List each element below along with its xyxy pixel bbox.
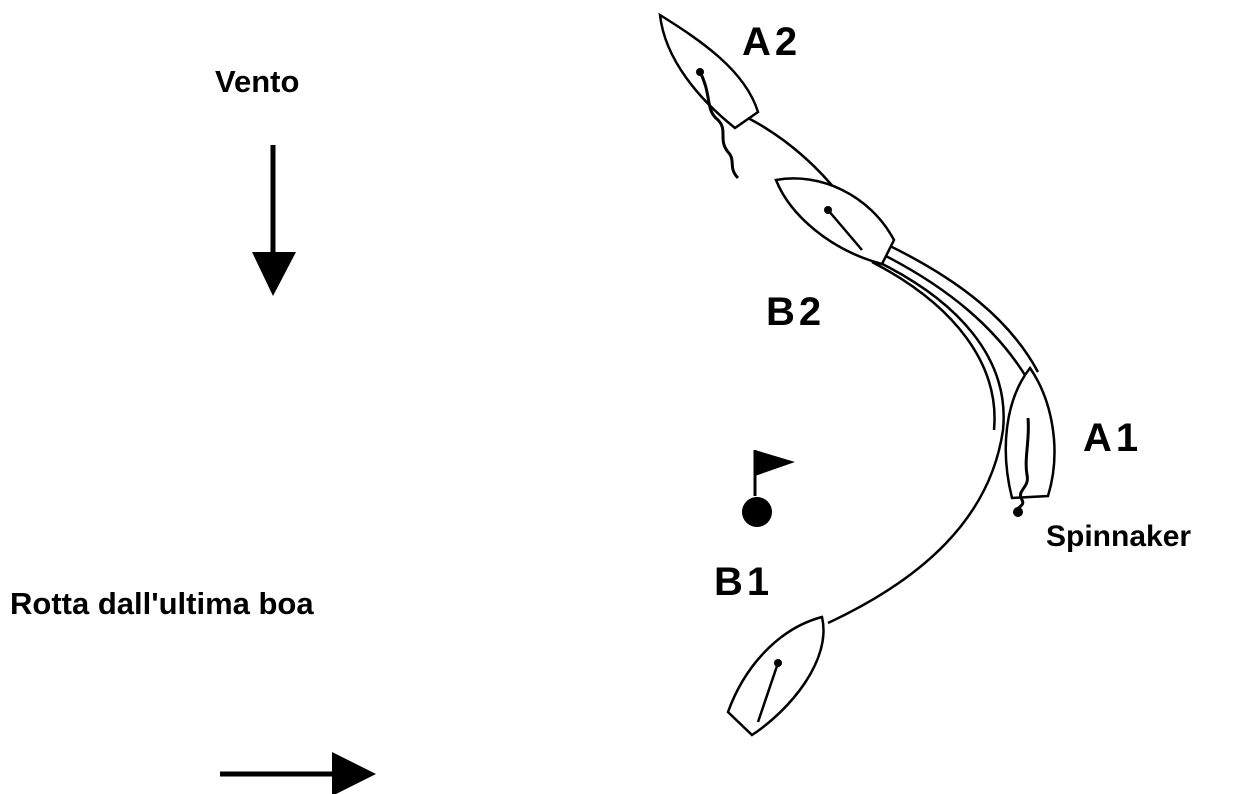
buoy bbox=[742, 497, 772, 527]
course-arrow bbox=[220, 752, 376, 794]
boat-a2 bbox=[658, 12, 760, 180]
boat-b1-hull bbox=[726, 615, 825, 737]
boat-b2-label: B2 bbox=[766, 290, 826, 334]
spinnaker-label: Spinnaker bbox=[1046, 520, 1192, 553]
boat-a1 bbox=[1004, 365, 1056, 517]
track-lines bbox=[747, 116, 1040, 625]
boat-b2 bbox=[774, 177, 896, 266]
boat-a2-sail bbox=[698, 71, 740, 180]
boat-b2-hull bbox=[774, 177, 896, 266]
boat-b1 bbox=[726, 615, 825, 737]
mark-buoy bbox=[742, 450, 795, 527]
boat-a2-label: A2 bbox=[742, 20, 802, 64]
boat-b1-label: B1 bbox=[714, 560, 774, 604]
boat-b1-boom bbox=[756, 662, 780, 723]
wind-arrow bbox=[252, 145, 296, 296]
course-label: Rotta dall'ultima boa bbox=[10, 586, 314, 621]
track-b2-b1 bbox=[827, 256, 1005, 625]
boat-a2-hull bbox=[658, 12, 760, 130]
boat-b2-boom bbox=[827, 209, 863, 251]
boat-a1-label: A1 bbox=[1083, 416, 1143, 460]
wind-label: Vento bbox=[215, 64, 300, 99]
flag bbox=[755, 450, 795, 476]
track-b2-a1-outer bbox=[885, 242, 1040, 373]
boat-a1-sail bbox=[1015, 417, 1030, 514]
boat-a1-hull bbox=[1004, 365, 1056, 500]
track-b2-b1-inner bbox=[871, 260, 996, 431]
track-b2-a1-inner bbox=[877, 250, 1030, 381]
spinnaker-dot bbox=[1013, 507, 1023, 517]
